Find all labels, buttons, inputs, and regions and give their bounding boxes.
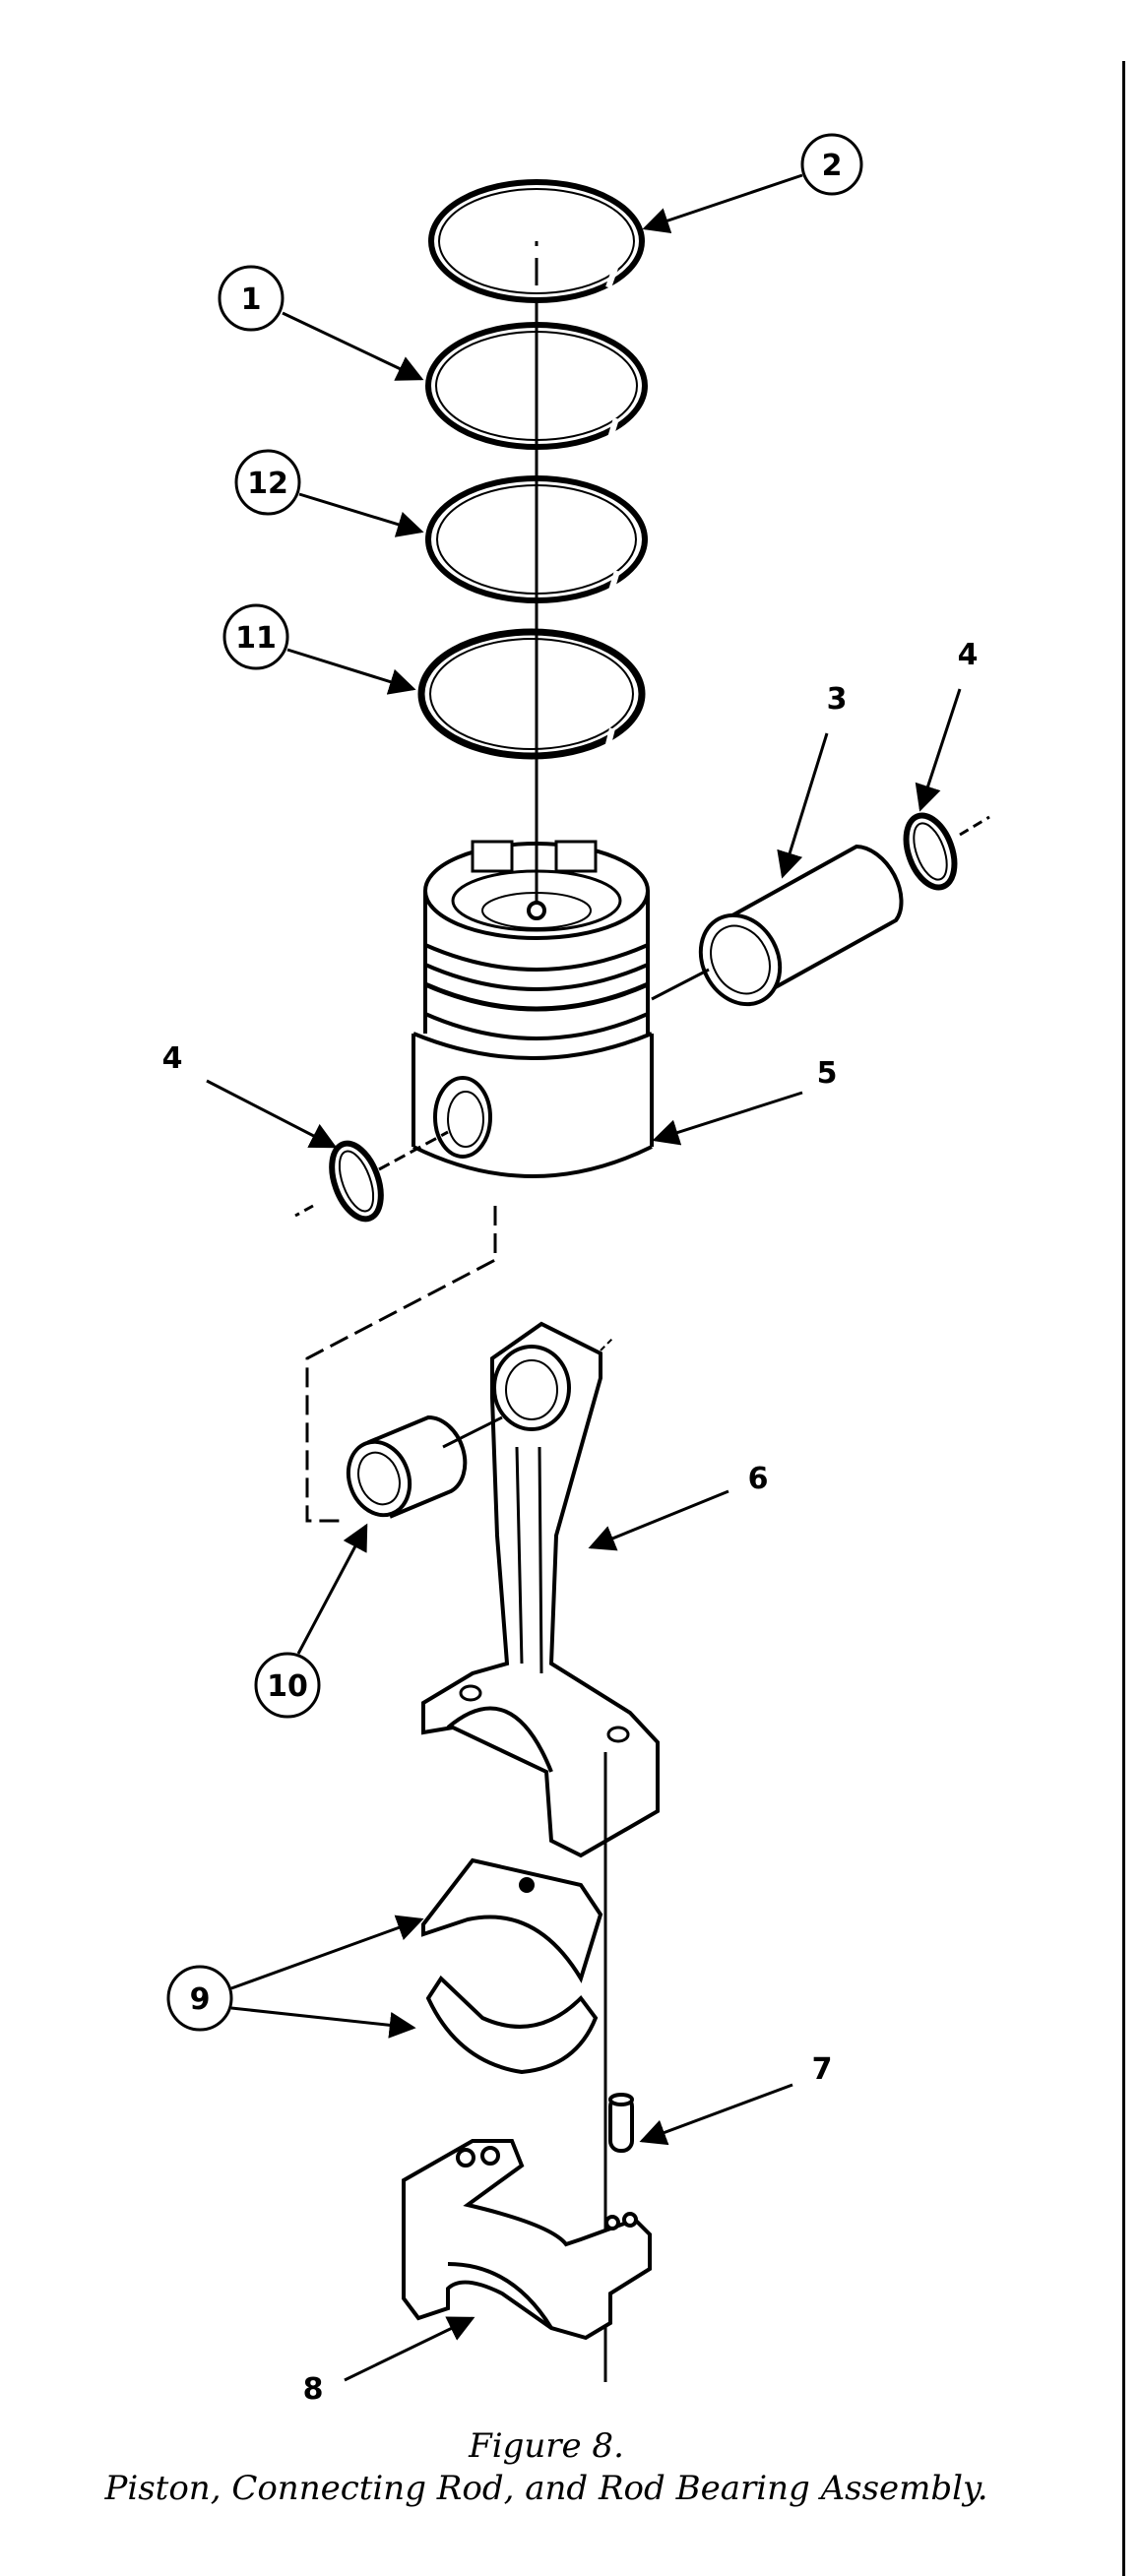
retaining-ring-right bbox=[903, 812, 990, 891]
ring-1 bbox=[425, 322, 648, 450]
svg-text:12: 12 bbox=[247, 467, 288, 501]
svg-text:4: 4 bbox=[958, 638, 979, 672]
callout-2: 2 bbox=[642, 133, 863, 234]
callout-3: 3 bbox=[777, 682, 848, 879]
connecting-rod bbox=[421, 1321, 660, 1858]
svg-text:1: 1 bbox=[241, 283, 262, 317]
svg-text:4: 4 bbox=[162, 1041, 183, 1076]
alignment-line bbox=[305, 1206, 497, 1523]
svg-text:3: 3 bbox=[827, 682, 848, 717]
svg-text:7: 7 bbox=[812, 2052, 833, 2087]
exploded-assembly-diagram: 2 1 12 11 3 4 4 5 bbox=[162, 133, 990, 2402]
page-border-line bbox=[1122, 61, 1125, 2576]
callout-6: 6 bbox=[588, 1462, 769, 1551]
piston-pin bbox=[651, 844, 904, 1007]
callout-9: 9 bbox=[166, 1915, 424, 2039]
callout-1: 1 bbox=[218, 265, 424, 381]
svg-text:2: 2 bbox=[822, 149, 843, 183]
dowel-pin bbox=[608, 2093, 634, 2153]
retaining-ring-left bbox=[294, 1130, 449, 1223]
rod-cap bbox=[402, 2139, 652, 2341]
ring-12 bbox=[425, 475, 648, 603]
figure-title: Piston, Connecting Rod, and Rod Bearing … bbox=[104, 2469, 988, 2508]
callout-12: 12 bbox=[234, 449, 424, 537]
svg-text:8: 8 bbox=[303, 2372, 324, 2402]
callout-5: 5 bbox=[652, 1056, 838, 1146]
piston bbox=[412, 840, 654, 1178]
svg-text:10: 10 bbox=[267, 1669, 308, 1704]
callout-11: 11 bbox=[222, 603, 416, 695]
svg-text:9: 9 bbox=[190, 1982, 211, 2017]
svg-text:6: 6 bbox=[748, 1462, 769, 1496]
svg-text:11: 11 bbox=[235, 621, 277, 656]
callout-4-left: 4 bbox=[162, 1041, 338, 1149]
callout-10: 10 bbox=[254, 1523, 368, 1719]
svg-text:5: 5 bbox=[817, 1056, 838, 1091]
callout-8: 8 bbox=[303, 2316, 475, 2402]
rod-bushing bbox=[346, 1414, 503, 1519]
ring-11 bbox=[417, 628, 646, 760]
bearing-shells bbox=[421, 1857, 603, 2075]
figure-number: Figure 8. bbox=[469, 2426, 624, 2466]
ring-2 bbox=[428, 179, 645, 303]
callout-7: 7 bbox=[639, 2052, 833, 2146]
callout-4-right: 4 bbox=[915, 638, 979, 812]
